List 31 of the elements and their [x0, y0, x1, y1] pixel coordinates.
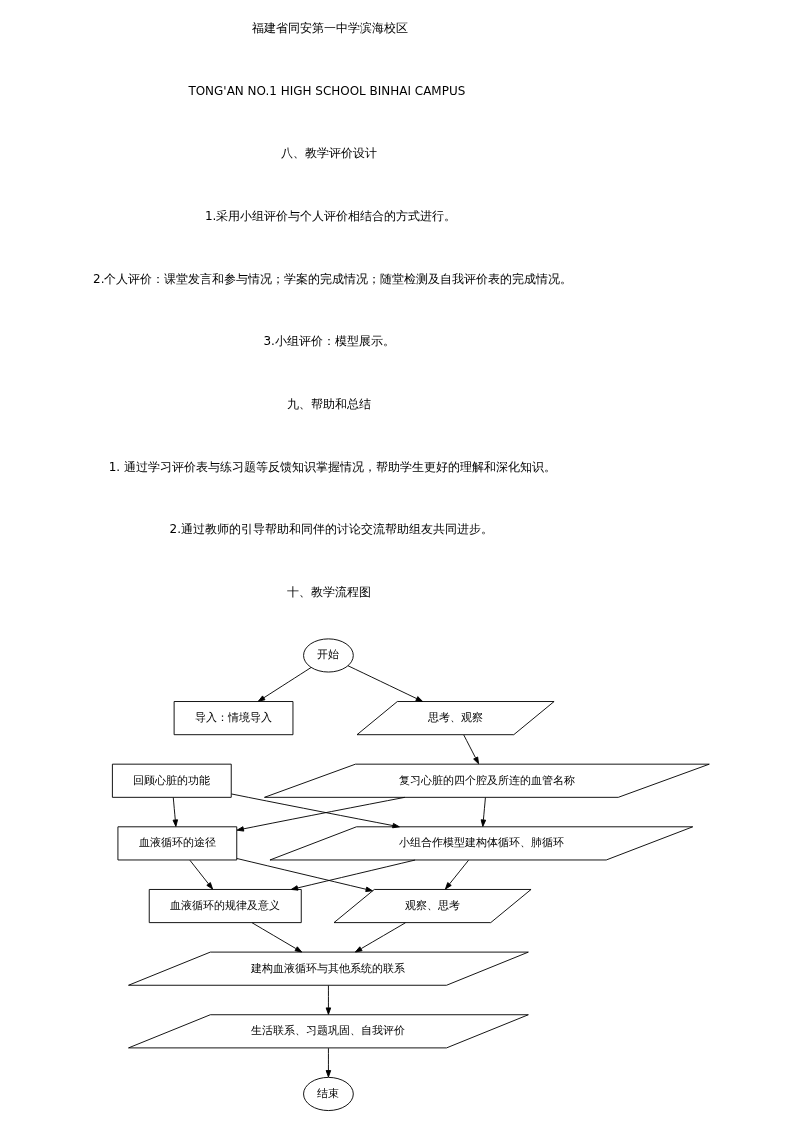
arrow — [347, 665, 423, 702]
node-box: 血液循环的规律及意义 — [148, 889, 302, 924]
arrow — [462, 734, 479, 765]
arrow — [290, 859, 416, 891]
arrow — [172, 797, 178, 827]
label: 十、教学流程图 — [286, 584, 371, 599]
node-box: 导入：情境导入 — [173, 701, 293, 736]
arrow — [230, 793, 400, 829]
label: 福建省同安第一中学滨海校区 — [251, 21, 408, 36]
label: 九、帮助和总结 — [286, 397, 371, 412]
arrow — [480, 797, 486, 827]
node-ellipse: 开始 — [302, 638, 354, 673]
label: 3.小组评价：模型展示。 — [262, 334, 395, 349]
node-ellipse: 结束 — [302, 1076, 354, 1111]
label: 2.通过教师的引导帮助和同伴的讨论交流帮助组友共同进步。 — [169, 522, 493, 537]
arrow — [236, 796, 405, 832]
arrow — [235, 858, 373, 892]
arrow — [257, 667, 311, 702]
label: 八、教学评价设计 — [280, 146, 377, 161]
arrow — [325, 1047, 331, 1078]
arrow — [325, 985, 331, 1015]
arrow — [188, 859, 213, 890]
node-box: 回顾心脏的功能 — [111, 763, 232, 798]
label: TONG'AN NO.1 HIGH SCHOOL BINHAI CAMPUS — [187, 83, 465, 98]
arrow — [444, 859, 469, 890]
node-box: 血液循环的途径 — [116, 826, 237, 861]
label: 1.采用小组评价与个人评价相结合的方式进行。 — [204, 209, 456, 224]
label: 2.个人评价：课堂发言和参与情况；学案的完成情况；随堂检测及自我评价表的完成情况。 — [92, 271, 572, 286]
label: 1. 通过学习评价表与练习题等反馈知识掌握情况，帮助学生更好的理解和深化知识。 — [108, 459, 556, 474]
arrow — [354, 922, 406, 953]
arrow — [251, 922, 302, 953]
